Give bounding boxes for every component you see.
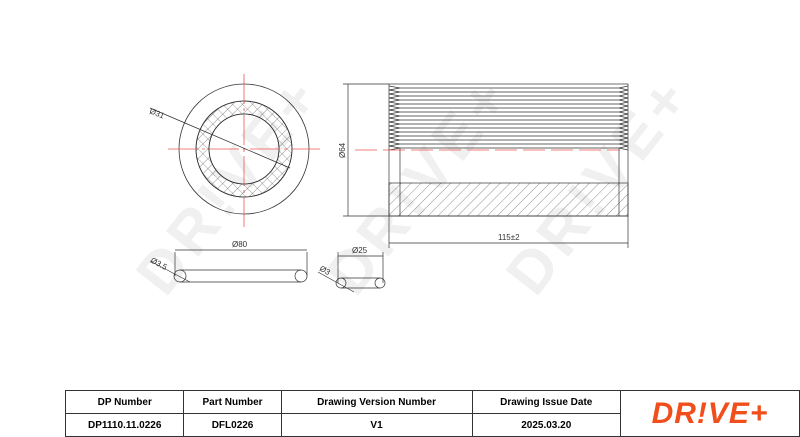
pleat-line <box>388 97 629 103</box>
value-issue-date: 2025.03.20 <box>471 413 621 437</box>
dim-oring2-section: Ø3 <box>318 264 332 277</box>
title-block: DP Number Part Number Drawing Version Nu… <box>64 390 800 437</box>
pleat-line <box>388 113 629 119</box>
header-dp-number: DP Number <box>64 390 185 414</box>
pleat-line <box>388 117 629 123</box>
value-version: V1 <box>280 413 473 437</box>
dim-inner-diameter: Ø31 <box>148 107 166 121</box>
pleat-line <box>388 101 629 107</box>
value-part-number: DFL0226 <box>183 413 282 437</box>
dim-length: 115±2 <box>498 233 520 242</box>
pleat-line <box>388 121 629 127</box>
o-ring-small <box>317 252 386 293</box>
header-part-number: Part Number <box>183 390 282 414</box>
header-version: Drawing Version Number <box>280 390 473 414</box>
pleat-line <box>388 141 629 147</box>
dim-oring1-diameter: Ø80 <box>232 240 248 249</box>
value-dp-number: DP1110.11.0226 <box>64 413 185 437</box>
pleat-line <box>388 109 629 115</box>
o-ring-large <box>149 249 308 283</box>
pleat-line <box>388 145 629 151</box>
dim-height: Ø64 <box>338 142 347 158</box>
pleat-line <box>388 129 629 135</box>
front-view <box>149 74 320 228</box>
pleat-line <box>388 137 629 143</box>
dim-oring2-diameter: Ø25 <box>352 246 368 255</box>
pleat-line <box>388 85 629 91</box>
pleat-line <box>388 93 629 99</box>
side-view <box>343 83 629 248</box>
pleat-line <box>388 125 629 131</box>
pleat-line <box>388 105 629 111</box>
pleat-line <box>388 133 629 139</box>
brand-logo: DR!VE+ <box>620 390 800 437</box>
pleat-line <box>388 89 629 95</box>
header-issue-date: Drawing Issue Date <box>471 390 621 414</box>
